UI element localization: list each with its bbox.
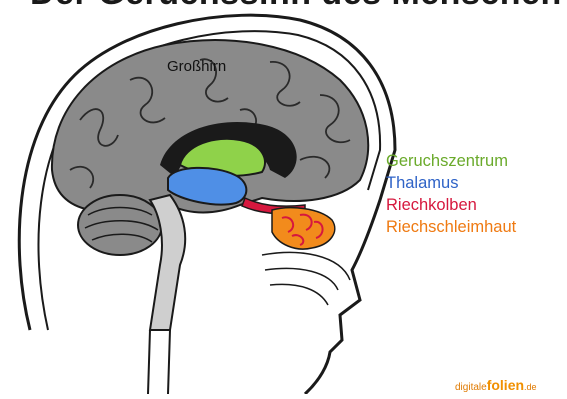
legend: Geruchszentrum Thalamus Riechkolben Riec… <box>386 150 516 238</box>
logo-tld: .de <box>524 382 537 392</box>
publisher-logo: digitalefolien.de <box>455 377 537 393</box>
spinal-cord <box>148 330 170 394</box>
legend-item-riechkolben: Riechkolben <box>386 194 516 216</box>
cerebellum <box>78 195 162 255</box>
olfactory-mucosa <box>272 208 335 249</box>
logo-prefix: digitale <box>455 382 487 393</box>
nasal-cavity <box>262 252 350 305</box>
legend-item-geruchszentrum: Geruchszentrum <box>386 150 516 172</box>
cerebrum-label: Großhirn <box>167 58 226 75</box>
legend-item-thalamus: Thalamus <box>386 172 516 194</box>
legend-item-riechschleimhaut: Riechschleimhaut <box>386 216 516 238</box>
logo-brand: folien <box>487 377 524 393</box>
page-title: Der Geruchssinn des Menschen <box>30 0 562 13</box>
